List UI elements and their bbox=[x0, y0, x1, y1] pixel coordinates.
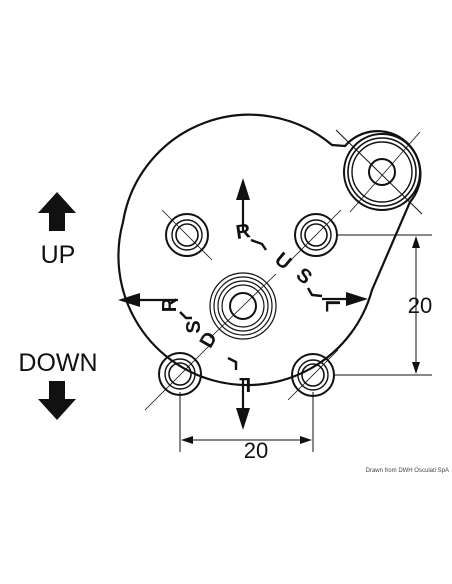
dimension-horizontal bbox=[179, 392, 314, 452]
letter-l-right: L bbox=[321, 300, 343, 312]
dimension-vertical bbox=[334, 234, 432, 376]
letter-s-top: S bbox=[292, 264, 316, 289]
letter-r-top: R bbox=[234, 220, 252, 244]
drawing-credit: Drawn from DWH Osculati SpA bbox=[366, 468, 449, 474]
mounting-hole-bottom-left bbox=[144, 339, 216, 411]
letter-l-bottom: L bbox=[239, 373, 251, 395]
up-label: UP bbox=[41, 241, 76, 269]
arrow-down-icon bbox=[38, 381, 76, 420]
central-hub bbox=[209, 272, 277, 340]
mounting-hole-top-right bbox=[290, 209, 342, 261]
arrow-up-icon bbox=[38, 192, 76, 231]
direction-letters: R U S L R S D L bbox=[159, 220, 343, 395]
letter-r-left: R bbox=[159, 297, 181, 312]
letter-u: U bbox=[270, 248, 295, 274]
plate-outline bbox=[117, 113, 422, 387]
dimension-horizontal-label: 20 bbox=[244, 438, 268, 463]
down-label: DOWN bbox=[18, 349, 97, 377]
pivot-boss bbox=[335, 129, 423, 215]
direction-notches bbox=[179, 238, 323, 370]
dimension-vertical-label: 20 bbox=[408, 293, 432, 318]
mounting-hole-bottom-right bbox=[287, 349, 339, 401]
direction-arrows bbox=[118, 178, 368, 430]
mounting-hole-top-left bbox=[161, 209, 213, 261]
letter-s-left: S bbox=[183, 320, 205, 333]
